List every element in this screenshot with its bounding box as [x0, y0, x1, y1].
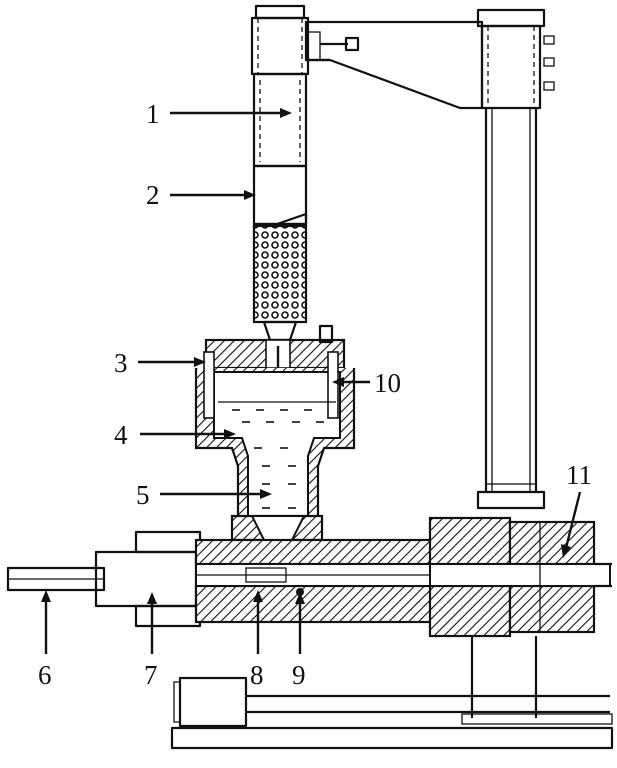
support-column [476, 8, 555, 510]
liquid-marks [232, 409, 324, 509]
label-11: 11 [566, 460, 592, 490]
label-3: 3 [114, 348, 128, 378]
label-7: 7 [144, 660, 158, 690]
label-5: 5 [136, 480, 150, 510]
barrel-assembly [6, 516, 612, 638]
cross-arm [304, 20, 484, 110]
press-column [250, 4, 310, 342]
label-10: 10 [374, 368, 401, 398]
part-labels: 1 2 3 4 5 6 7 8 9 10 11 [38, 99, 592, 690]
label-1: 1 [146, 99, 160, 129]
reservoir [194, 324, 356, 532]
leader-arrows [41, 108, 582, 654]
label-8: 8 [250, 660, 264, 690]
label-9: 9 [292, 660, 306, 690]
label-2: 2 [146, 180, 160, 210]
label-4: 4 [114, 420, 128, 450]
label-6: 6 [38, 660, 52, 690]
base-frame [170, 636, 614, 750]
